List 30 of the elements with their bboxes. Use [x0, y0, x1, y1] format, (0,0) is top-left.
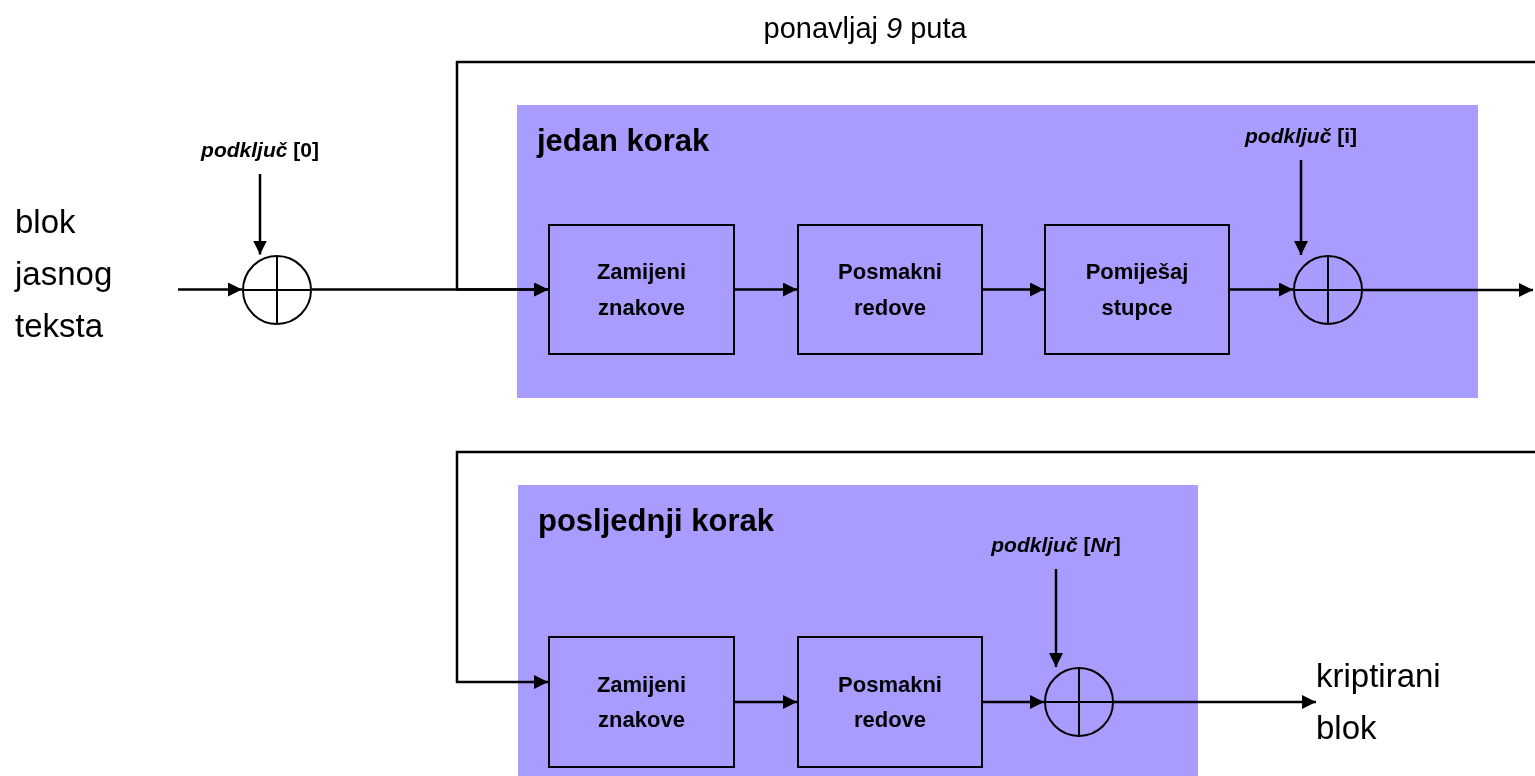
arrow — [455, 450, 1535, 689]
arrow — [1114, 695, 1316, 709]
arrow — [455, 60, 1535, 297]
subkey-label: podključ [i] — [1215, 124, 1387, 160]
xor-symbol — [1293, 255, 1363, 325]
arrow — [178, 282, 242, 297]
xor-symbol — [1044, 667, 1114, 737]
arrow — [735, 695, 797, 709]
process-box: Zamijeni znakove — [548, 224, 735, 355]
arrow — [1049, 569, 1063, 667]
plain-text: blok jasnog teksta — [15, 196, 145, 356]
plain-text: kriptirani blok — [1316, 650, 1486, 758]
process-box: Zamijeni znakove — [548, 636, 735, 768]
arrow — [983, 695, 1044, 709]
process-box: Posmakni redove — [797, 224, 983, 355]
process-box: Posmakni redove — [797, 636, 983, 768]
panel-title: posljednji korak — [538, 503, 774, 539]
xor-symbol — [242, 254, 312, 325]
subkey-label: podključ [0] — [170, 138, 350, 174]
arrow — [253, 174, 267, 255]
arrow — [1294, 160, 1308, 255]
arrow — [735, 282, 797, 297]
round-panel — [518, 485, 1198, 776]
arrow — [1230, 282, 1293, 297]
round-panel — [517, 105, 1478, 398]
process-box: Pomiješaj stupce — [1044, 224, 1230, 355]
subkey-label: podključ [Nr] — [960, 533, 1152, 569]
arrow — [983, 282, 1044, 297]
arrow — [1363, 283, 1533, 297]
panel-title: jedan korak — [537, 123, 710, 159]
